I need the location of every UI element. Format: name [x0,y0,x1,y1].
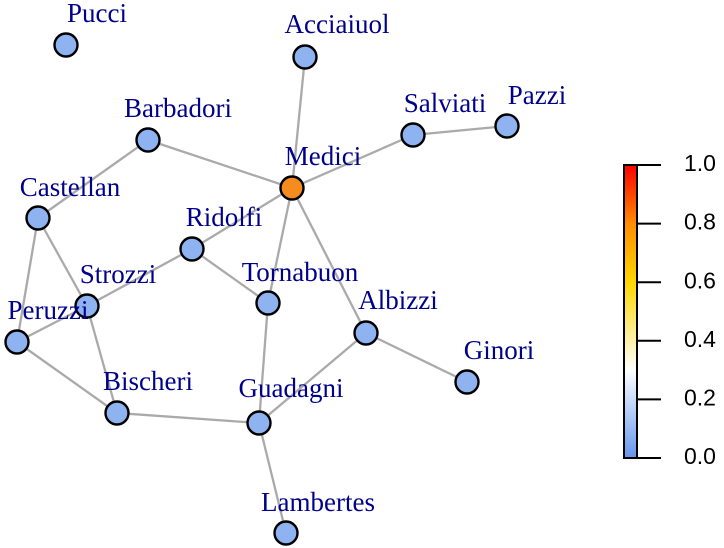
edge-strozzi-bischeri [85,305,119,414]
edge-castellan-peruzzi [15,217,40,343]
colorbar-tick-label: 0.4 [684,326,716,352]
edge-acciaiuol-medici [290,56,307,189]
node-label-tornabuon: Tornabuon [242,257,359,287]
node-label-barbadori: Barbadori [124,93,232,123]
edge-medici-albizzi [290,187,368,334]
node-bischeri[interactable] [104,400,130,426]
colorbar-frame [623,164,638,459]
node-pucci[interactable] [53,32,79,58]
edge-tornabuon-guadagni [257,302,270,424]
colorbar-tick-label: 0.6 [684,267,716,293]
node-label-castellan: Castellan [20,172,121,202]
edge-guadagni-lambertes [257,422,288,534]
node-label-ridolfi: Ridolfi [186,202,263,232]
edge-ridolfi-tornabuon [191,248,269,304]
node-layer [4,32,520,546]
node-label-medici: Medici [285,141,361,171]
node-albizzi[interactable] [353,320,379,346]
edge-albizzi-ginori [365,331,468,384]
colorbar-tick-label: 0.2 [684,384,716,410]
edge-barbadori-medici [147,138,293,190]
node-label-acciaiuol: Acciaiuol [285,9,390,39]
colorbar: 0.0 0.2 0.4 0.6 0.8 1.0 [623,150,716,469]
edge-salviati-pazzi [412,124,508,137]
node-label-pazzi: Pazzi [508,80,566,110]
edge-peruzzi-bischeri [16,341,118,414]
node-barbadori[interactable] [135,127,161,153]
edge-layer [15,56,508,534]
node-ginori[interactable] [454,369,480,395]
node-label-albizzi: Albizzi [358,285,437,315]
colorbar-tick-label: 0.0 [684,443,716,469]
node-tornabuon[interactable] [255,290,281,316]
node-guadagni[interactable] [246,410,272,436]
edge-medici-salviati [291,133,414,190]
edge-albizzi-guadagni [258,332,367,424]
node-pazzi[interactable] [494,113,520,139]
edge-strozzi-peruzzi [16,304,88,344]
edge-castellan-strozzi [36,217,89,307]
edge-barbadori-castellan [37,139,149,219]
node-lambertes[interactable] [273,520,299,546]
node-label-ginori: Ginori [464,335,535,365]
colorbar-tick-label: 0.8 [684,209,716,235]
edge-medici-ridolfi [191,187,293,250]
node-label-salviati: Salviati [404,88,487,118]
node-label-bischeri: Bischeri [103,366,193,396]
node-strozzi[interactable] [74,293,100,319]
node-label-pucci: Pucci [67,0,127,28]
edge-bischeri-guadagni [116,411,260,425]
node-label-strozzi: Strozzi [80,259,156,289]
node-medici[interactable] [279,175,305,201]
node-peruzzi[interactable] [4,329,30,355]
node-castellan[interactable] [25,205,51,231]
edge-ridolfi-strozzi [86,247,193,308]
node-label-guadagni: Guadagni [239,373,344,403]
node-label-peruzzi: Peruzzi [8,295,89,325]
node-ridolfi[interactable] [179,236,205,262]
colorbar-gradient [624,165,637,458]
node-acciaiuol[interactable] [292,44,318,70]
node-label-lambertes: Lambertes [261,487,375,517]
colorbar-tick-label: 1.0 [684,150,716,176]
node-salviati[interactable] [400,122,426,148]
edge-medici-tornabuon [266,187,294,304]
